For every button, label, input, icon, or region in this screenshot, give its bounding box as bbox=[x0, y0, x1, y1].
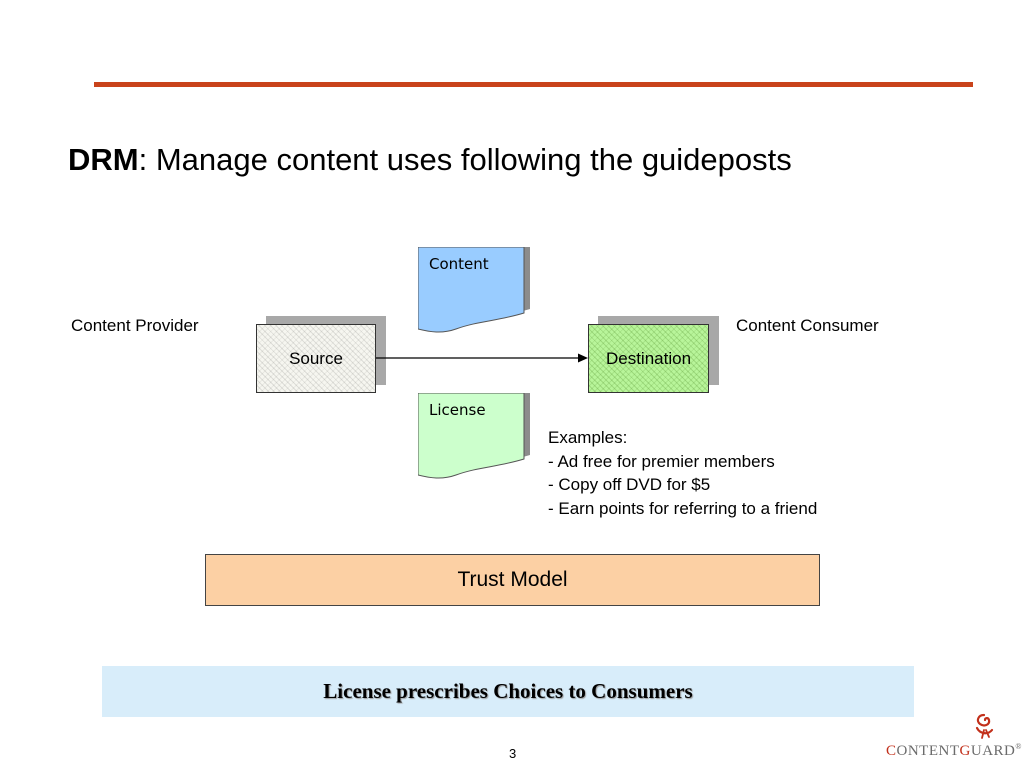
source-node: Source bbox=[256, 316, 386, 393]
trust-model-box: Trust Model bbox=[205, 554, 820, 606]
license-document-label: License bbox=[429, 401, 486, 419]
summary-banner: License prescribes Choices to Consumers bbox=[102, 666, 914, 717]
source-to-destination-arrow bbox=[376, 353, 588, 363]
content-document: Content bbox=[418, 247, 530, 337]
examples-list: Examples: - Ad free for premier members … bbox=[548, 426, 817, 520]
license-document: License bbox=[418, 393, 530, 483]
content-consumer-label: Content Consumer bbox=[736, 316, 879, 335]
title-text: : Manage content uses following the guid… bbox=[138, 142, 792, 177]
title-accent-rule bbox=[94, 82, 973, 87]
example-item: - Earn points for referring to a friend bbox=[548, 498, 818, 518]
contentguard-swirl-icon bbox=[975, 713, 994, 739]
source-box: Source bbox=[256, 324, 376, 393]
contentguard-wordmark: CONTENTGUARD® bbox=[886, 742, 1022, 759]
example-item: - Ad free for premier members bbox=[548, 451, 775, 471]
destination-box: Destination bbox=[588, 324, 709, 393]
examples-heading: Examples: bbox=[548, 428, 628, 447]
example-item: - Copy off DVD for $5 bbox=[548, 475, 711, 494]
content-document-label: Content bbox=[429, 255, 489, 273]
content-provider-label: Content Provider bbox=[71, 316, 199, 335]
slide-title: DRM: Manage content uses following the g… bbox=[68, 142, 792, 178]
summary-banner-text: License prescribes Choices to Consumers bbox=[323, 679, 693, 703]
contentguard-logo: CONTENTGUARD® bbox=[886, 712, 1021, 762]
title-drm: DRM bbox=[68, 142, 139, 177]
destination-node: Destination bbox=[588, 316, 719, 393]
page-number: 3 bbox=[509, 746, 517, 761]
